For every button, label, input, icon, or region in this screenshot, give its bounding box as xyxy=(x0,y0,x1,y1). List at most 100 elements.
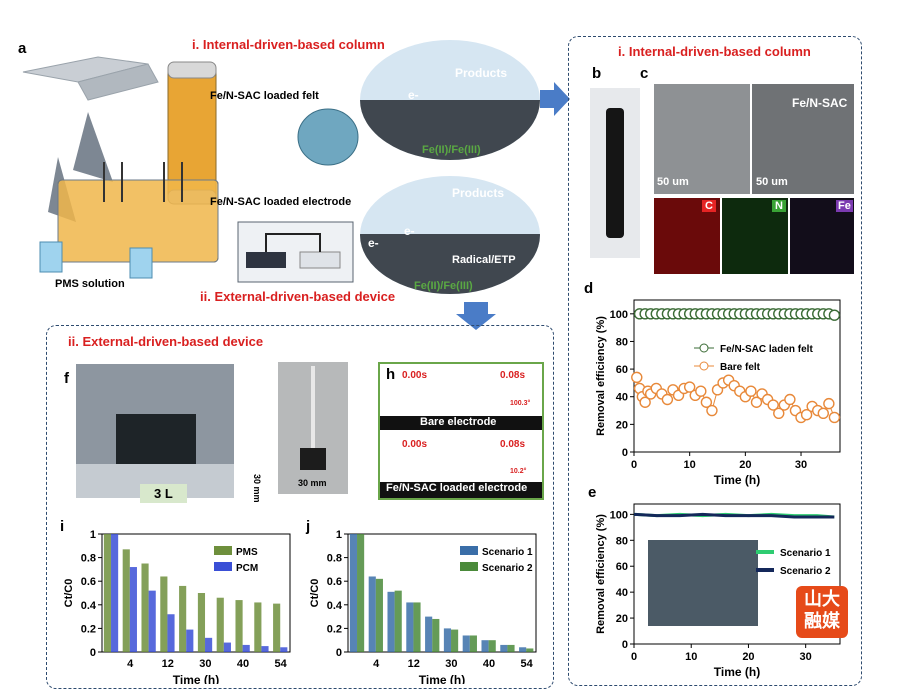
g-photo-electrode xyxy=(278,362,348,494)
right-box-title: i. Internal-driven-based column xyxy=(618,44,811,59)
bar xyxy=(122,549,130,652)
data-point xyxy=(706,404,718,417)
y-axis-title: Removal efficiency (%) xyxy=(595,514,607,634)
plot-frame xyxy=(347,533,537,653)
mechanism-top-products: Products xyxy=(455,66,508,80)
a-title-device: ii. External-driven-based device xyxy=(200,289,396,304)
bar xyxy=(406,602,414,652)
data-point xyxy=(823,397,835,410)
f-photo-device xyxy=(76,364,234,498)
x-tick-label: 0 xyxy=(631,459,637,471)
legend-label: Scenario 2 xyxy=(482,563,533,574)
a-illustration xyxy=(18,52,388,292)
h-angle-2: 10.2° xyxy=(510,468,527,475)
bar xyxy=(103,534,112,652)
bar xyxy=(507,644,515,652)
y-axis-title: Ct/C0 xyxy=(309,579,321,608)
a-pms-label: PMS solution xyxy=(55,278,125,290)
legend-label: Scenario 1 xyxy=(482,547,533,558)
x-tick-label: 30 xyxy=(800,651,812,663)
bar xyxy=(141,563,149,652)
h-time-3: 0.00s xyxy=(402,439,428,450)
y-tick-label: 0 xyxy=(90,647,96,659)
bar xyxy=(205,637,213,652)
a-title-column: i. Internal-driven-based column xyxy=(192,37,385,52)
x-tick-label: 12 xyxy=(408,658,420,670)
series-line xyxy=(633,512,835,519)
left-box xyxy=(46,325,554,689)
data-point xyxy=(784,393,796,406)
y-tick-label: 0.2 xyxy=(81,623,96,635)
legend-label: PMS xyxy=(236,547,258,558)
bar xyxy=(375,578,383,652)
h-time-4: 0.08s xyxy=(500,439,526,450)
panel-label-i: i xyxy=(60,518,65,535)
c-overlay-label: Fe/N-SAC xyxy=(792,96,848,110)
bar xyxy=(413,602,421,652)
right-box xyxy=(568,36,862,686)
mechanism-bottom xyxy=(360,176,540,294)
panel-label-h: h xyxy=(386,366,396,383)
bar xyxy=(432,618,440,652)
y-tick-label: 0.8 xyxy=(81,553,96,565)
y-tick-label: 60 xyxy=(616,364,628,376)
watermark-logo: 山大 融媒 xyxy=(796,586,848,638)
bar xyxy=(167,614,175,652)
x-tick-label: 30 xyxy=(199,658,211,670)
left-box-title: ii. External-driven-based device xyxy=(68,334,264,349)
y-tick-label: 0 xyxy=(622,639,628,651)
bar xyxy=(368,576,376,652)
legend-swatch xyxy=(214,562,232,571)
data-point xyxy=(631,371,643,384)
c-map-fe-label: Fe xyxy=(836,200,853,212)
x-tick-label: 10 xyxy=(685,651,697,663)
panel-label-c: c xyxy=(640,65,649,82)
bar xyxy=(349,534,358,652)
f-volume-label: 3 L xyxy=(140,484,187,503)
h-time-1: 0.00s xyxy=(402,370,428,381)
c-map-c-label: C xyxy=(702,200,716,212)
legend-swatch xyxy=(460,562,478,571)
h-loaded-label: Fe/N-SAC loaded electrode xyxy=(386,482,528,494)
legend-marker xyxy=(699,343,709,353)
legend-label: Bare felt xyxy=(720,362,761,373)
x-tick-label: 30 xyxy=(445,658,457,670)
legend-label: Fe/N-SAC laden felt xyxy=(720,344,813,355)
x-tick-label: 54 xyxy=(520,658,533,670)
bar xyxy=(242,644,250,652)
c-sem-2 xyxy=(752,84,854,194)
y-tick-label: 80 xyxy=(616,336,628,348)
panel-label-d: d xyxy=(584,280,594,297)
y-tick-label: 0.4 xyxy=(327,600,343,612)
x-tick-label: 4 xyxy=(127,658,134,670)
bar xyxy=(273,603,281,652)
y-tick-label: 80 xyxy=(616,535,628,547)
data-point xyxy=(828,309,841,321)
y-tick-label: 1 xyxy=(336,529,342,541)
y-tick-label: 20 xyxy=(616,419,628,431)
y-tick-label: 100 xyxy=(610,509,628,521)
legend-label: Scenario 2 xyxy=(780,566,831,577)
data-point xyxy=(700,396,713,408)
x-tick-label: 54 xyxy=(274,658,287,670)
mechanism-bottom-fe: Fe(II)/Fe(III) xyxy=(414,280,473,292)
bar xyxy=(526,648,534,652)
c-scale-1: 50 um xyxy=(657,176,689,188)
arrow-right-icon xyxy=(540,82,570,116)
watermark-line-2: 融媒 xyxy=(804,611,840,631)
mechanism-bottom-e2: e- xyxy=(368,236,379,250)
legend-marker xyxy=(699,361,709,371)
c-sem-1 xyxy=(654,84,750,194)
data-point xyxy=(828,411,841,424)
data-point xyxy=(767,399,779,411)
g-dim-horizontal: 30 mm xyxy=(298,478,327,488)
data-point xyxy=(817,407,829,420)
bar xyxy=(481,640,489,652)
x-tick-label: 20 xyxy=(739,459,751,471)
data-point xyxy=(661,393,674,406)
y-tick-label: 1 xyxy=(90,529,96,541)
plot-frame xyxy=(101,533,291,653)
x-tick-label: 40 xyxy=(483,658,495,670)
h-bare-label: Bare electrode xyxy=(420,416,497,428)
